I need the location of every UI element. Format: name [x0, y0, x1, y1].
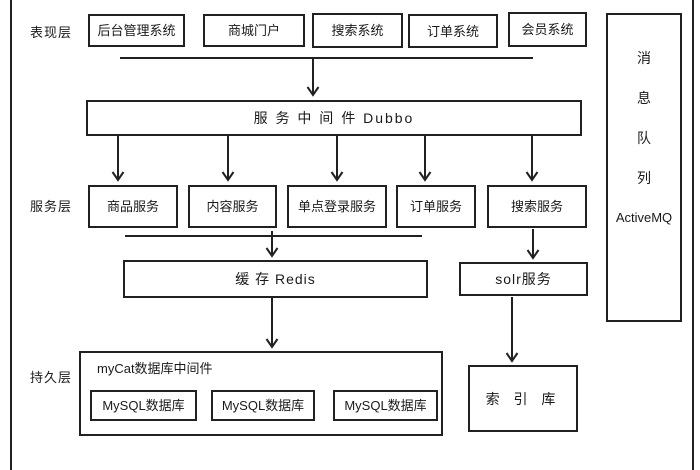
- mycat-middleware-container: myCat数据库中间件 MySQL数据库 MySQL数据库 MySQL数据库: [79, 351, 443, 436]
- member-system-box: 会员系统: [508, 12, 587, 47]
- search-system-box: 搜索系统: [312, 13, 403, 48]
- mall-portal-box: 商城门户: [203, 14, 305, 47]
- search-service-box: 搜索服务: [487, 185, 587, 228]
- mq-char-1: 消: [637, 50, 651, 66]
- presentation-layer-label: 表现层: [30, 25, 73, 40]
- backend-management-system-box: 后台管理系统: [88, 14, 185, 47]
- message-queue-box: 消 息 队 列 ActiveMQ: [606, 13, 682, 322]
- mysql-database-box-3: MySQL数据库: [333, 390, 438, 421]
- order-service-box: 订单服务: [396, 185, 476, 228]
- dubbo-middleware-box: 服 务 中 间 件 Dubbo: [86, 100, 582, 136]
- solr-service-box: solr服务: [459, 262, 588, 296]
- mq-char-4: 列: [637, 170, 651, 186]
- mysql-database-box-1: MySQL数据库: [90, 390, 197, 421]
- product-service-box: 商品服务: [88, 185, 178, 228]
- content-service-box: 内容服务: [188, 185, 277, 228]
- mq-char-3: 队: [637, 130, 651, 146]
- redis-cache-box: 缓 存 Redis: [123, 260, 428, 298]
- mycat-title: myCat数据库中间件: [97, 361, 213, 376]
- sso-service-box: 单点登录服务: [287, 185, 387, 228]
- mq-product-label: ActiveMQ: [615, 210, 673, 225]
- persistence-layer-label: 持久层: [30, 370, 73, 385]
- index-store-box: 索 引 库: [468, 365, 578, 432]
- mysql-database-box-2: MySQL数据库: [211, 390, 315, 421]
- mq-char-2: 息: [637, 90, 651, 106]
- service-layer-label: 服务层: [30, 199, 73, 214]
- order-system-box: 订单系统: [408, 14, 498, 48]
